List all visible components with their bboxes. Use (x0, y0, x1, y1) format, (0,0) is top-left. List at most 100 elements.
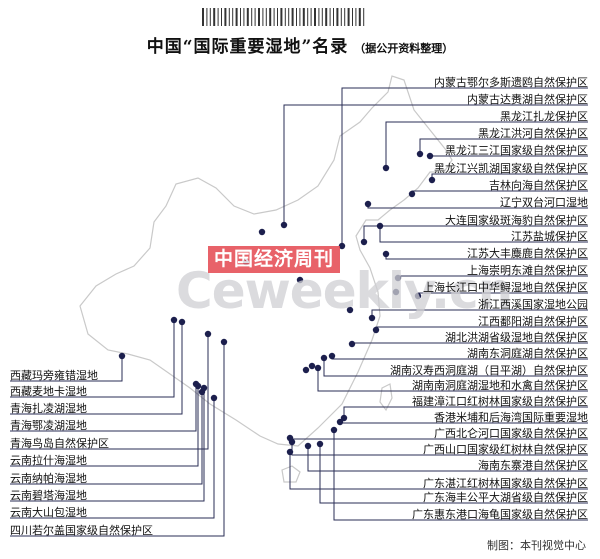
right-wetland-label: 江西鄱阳湖自然保护区 (478, 315, 588, 328)
barcode-bar (340, 8, 342, 26)
wetland-site-dot (286, 448, 294, 456)
wetland-site-dot (118, 352, 126, 360)
leader-line (363, 225, 588, 242)
left-wetland-label: 四川若尔盖国家级自然保护区 (10, 524, 153, 537)
leader-line (10, 388, 205, 502)
barcode-bar (213, 8, 216, 26)
barcode-bar (288, 8, 290, 26)
barcode-bar (221, 8, 222, 26)
right-wetland-label: 黑龙江三江国家级自然保护区 (445, 144, 588, 157)
left-wetland-label: 云南拉什海湿地 (10, 454, 87, 467)
wetland-site-dot (178, 318, 186, 326)
wetland-site-dot (428, 176, 436, 184)
left-wetland-label: 云南大山包湿地 (10, 506, 87, 519)
barcode-bar (299, 8, 301, 26)
wetland-site-dot (296, 276, 304, 284)
wetland-site-dot (328, 352, 336, 360)
left-wetland-label: 青海扎凌湖湿地 (10, 402, 87, 415)
wetland-site-dot (220, 338, 228, 346)
leader-line (283, 104, 588, 225)
left-wetland-label: 云南碧塔海湿地 (10, 489, 87, 502)
barcode-bar (277, 8, 278, 26)
barcode-bar (347, 8, 350, 26)
wetland-site-dot (314, 364, 322, 372)
wetland-site-dot (288, 438, 296, 446)
right-wetland-label: 广西北仑河口国家级自然保护区 (434, 427, 588, 440)
left-wetland-label: 青海鄂凌湖湿地 (10, 419, 87, 432)
right-wetland-label: 湖南南洞庭湖湿地和水禽自然保护区 (412, 379, 588, 392)
barcode-bar (321, 8, 323, 26)
barcode-bar (254, 8, 256, 26)
title-subtitle: （据公开资料整理） (354, 42, 454, 55)
leader-line (319, 444, 588, 504)
right-wetland-label: 黑龙江兴凯湖国家级自然保护区 (434, 162, 588, 175)
wetland-site-dot (414, 292, 422, 300)
leader-line (341, 87, 588, 246)
leader-line (10, 320, 175, 398)
right-wetland-label: 吉林向海自然保护区 (489, 179, 588, 192)
leader-line (289, 452, 588, 490)
leader-line (323, 358, 588, 377)
right-wetland-label: 辽宁双台河口湿地 (500, 196, 588, 209)
right-wetland-label: 内蒙古达赉湖自然保护区 (467, 93, 588, 106)
wetland-site-dot (308, 362, 316, 370)
watermark-brand: 中国经济周刊 (208, 246, 340, 273)
right-wetland-label: 湖南东洞庭湖自然保护区 (467, 347, 588, 360)
barcode-bar (284, 8, 286, 26)
leader-line (343, 406, 588, 418)
barcode-bar (209, 8, 211, 26)
barcode-bar (262, 8, 264, 26)
barcode-bar (333, 8, 334, 26)
right-wetland-label: 海南东寨港自然保护区 (478, 459, 588, 472)
leader-line (10, 384, 197, 432)
wetland-site-dot (392, 288, 400, 296)
barcode-bar (228, 8, 230, 26)
barcode-bar (310, 8, 312, 26)
left-wetland-label: 西藏麦地卡湿地 (10, 385, 87, 398)
barcode-bar (258, 8, 260, 26)
leader-line (10, 392, 203, 485)
barcode-bar (352, 8, 353, 26)
wetland-site-dot (382, 164, 390, 172)
wetland-site-dot (360, 238, 368, 246)
right-wetland-label: 黑龙江洪河自然保护区 (478, 127, 588, 140)
right-wetland-label: 香港米埔和后海湾国际重要湿地 (434, 411, 588, 424)
wetland-site-dot (330, 426, 338, 434)
barcode-bar (251, 8, 253, 26)
leader-line (10, 342, 225, 537)
page-title: 中国“国际重要湿地”名录 （据公开资料整理） (0, 32, 600, 57)
barcode-bar (302, 8, 305, 26)
right-wetland-label: 内蒙古鄂尔多斯遗鸥自然保护区 (434, 76, 588, 89)
right-wetland-label: 福建漳江口红树林国家级自然保护区 (412, 395, 588, 408)
right-wetland-label: 湖南汉寿西洞庭湖（目平湖）自然保护区 (390, 364, 588, 377)
leader-line (291, 442, 588, 456)
right-wetland-label: 湖北洪湖省级湿地自然保护区 (445, 331, 588, 344)
barcode-bar (363, 8, 365, 26)
wetland-site-dot (338, 242, 346, 250)
barcode-bar (329, 8, 331, 26)
barcode-bar (202, 8, 204, 26)
right-wetland-label: 江苏大丰麋鹿自然保护区 (467, 247, 588, 260)
barcode-bar (265, 8, 267, 26)
wetland-site-dot (320, 354, 328, 362)
right-wetland-label: 黑龙江扎龙保护区 (500, 110, 588, 123)
wetland-site-dot (336, 418, 344, 426)
right-wetland-label: 广东湛江红树林国家级自然保护区 (423, 477, 588, 490)
wetland-site-dot (394, 274, 402, 282)
right-wetland-label: 广东海丰公平大湖省级自然保护区 (423, 491, 588, 504)
barcode-bar (232, 8, 234, 26)
wetland-site-dot (210, 394, 218, 402)
leader-line (10, 386, 199, 467)
wetland-site-dot (258, 228, 266, 236)
barcode-bar (273, 8, 275, 26)
wetland-site-dot (316, 440, 324, 448)
china-mainland-border (79, 75, 453, 447)
right-wetland-label: 江苏盐城保护区 (511, 230, 588, 243)
barcode-bar (344, 8, 346, 26)
wetland-site-dot (302, 366, 310, 374)
title-text: 中国“国际重要湿地”名录 (146, 37, 349, 57)
barcode-decoration (202, 8, 365, 26)
right-wetland-label: 广西山口国家级红树林自然保护区 (423, 443, 588, 456)
barcode-bar (243, 8, 245, 26)
